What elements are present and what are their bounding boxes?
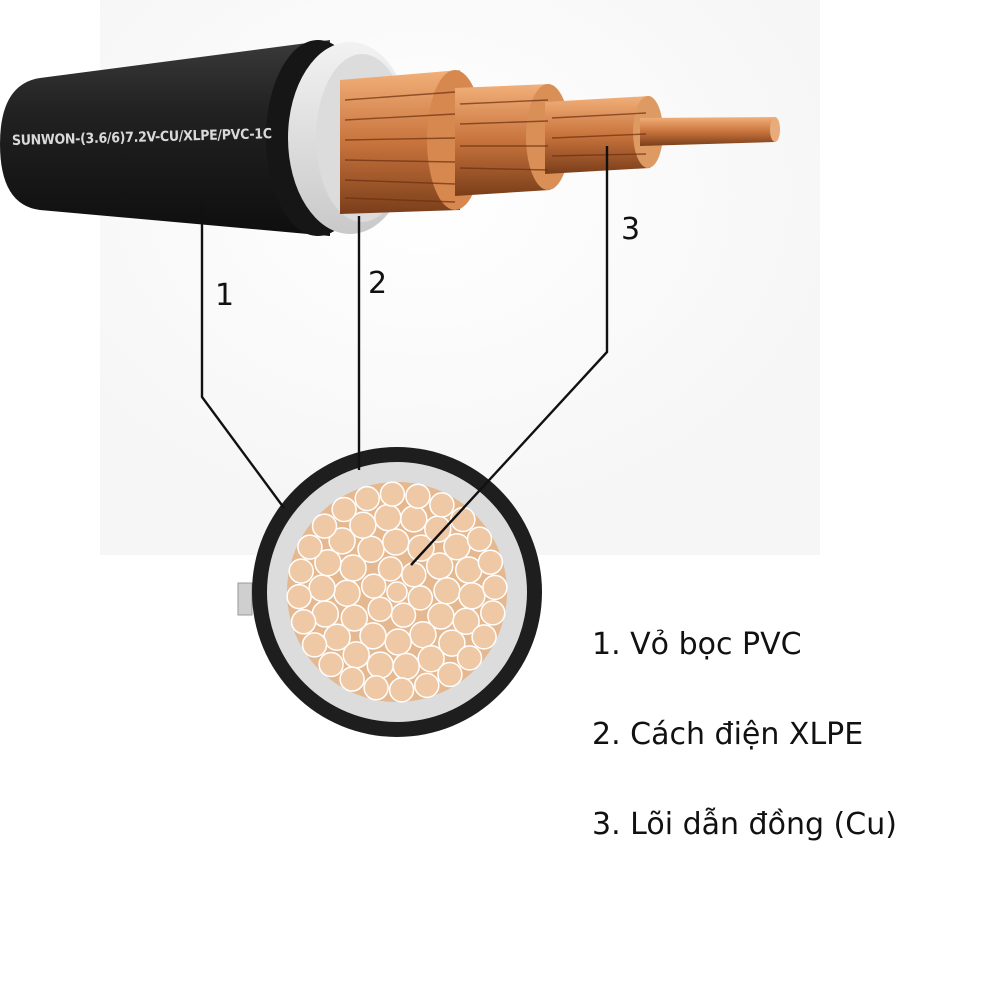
conductor-strand bbox=[400, 505, 428, 533]
copper-core-tip bbox=[770, 117, 780, 142]
conductor-strand bbox=[331, 496, 357, 523]
conductor-strand bbox=[357, 535, 385, 564]
conductor-strand bbox=[450, 506, 476, 533]
conductor-strand bbox=[480, 600, 506, 626]
conductor-strand bbox=[354, 485, 380, 512]
conductor-strand bbox=[390, 602, 417, 628]
copper-strand-lines bbox=[344, 91, 647, 203]
conductor-strand bbox=[401, 562, 427, 588]
callout-number-3: 3 bbox=[621, 212, 641, 247]
conductor-strand bbox=[386, 581, 408, 603]
conductor-strand bbox=[443, 533, 471, 561]
conductor-strand bbox=[377, 556, 404, 582]
leader-line-3 bbox=[410, 146, 609, 566]
conductor-strand bbox=[301, 632, 328, 658]
copper-core-wire bbox=[640, 117, 775, 146]
conductor-strand bbox=[318, 651, 344, 678]
conductor-strand bbox=[308, 574, 336, 602]
conductor-strand bbox=[359, 622, 387, 650]
conductor-strand bbox=[438, 629, 466, 657]
section-tab bbox=[237, 582, 253, 616]
conductor-strand bbox=[379, 481, 406, 507]
conductor-strand bbox=[349, 511, 377, 539]
conductor-strand bbox=[477, 549, 504, 575]
conductor-strand bbox=[384, 628, 412, 656]
conductor-strand bbox=[437, 661, 463, 688]
leader-lines bbox=[200, 146, 609, 566]
conductor-strand bbox=[456, 645, 483, 671]
conductor-strand bbox=[392, 652, 420, 681]
legend-item-xlpe-insulation: 2. Cách điện XLPE bbox=[592, 717, 864, 752]
conductor-strand bbox=[466, 526, 493, 552]
conductor-strand bbox=[366, 651, 394, 679]
conductor-strand bbox=[409, 620, 437, 649]
copper-layer-outer bbox=[340, 70, 460, 214]
conductor-strand bbox=[340, 604, 369, 632]
conductor-strand bbox=[407, 585, 434, 611]
conductor-strand bbox=[290, 609, 317, 635]
legend-item-pvc-jacket: 1. Vỏ bọc PVC bbox=[592, 627, 802, 662]
conductor-strand bbox=[333, 579, 361, 607]
conductor-strand bbox=[417, 645, 445, 673]
conductor-strand bbox=[363, 675, 389, 701]
conductor-strand bbox=[429, 492, 455, 518]
conductor-strand bbox=[482, 574, 508, 601]
conductor-strand bbox=[471, 624, 497, 650]
conductor-strand bbox=[297, 534, 323, 560]
conductor-strand bbox=[288, 558, 314, 584]
conductor-strand bbox=[339, 666, 365, 692]
conductor-strand bbox=[382, 528, 410, 556]
conductor-strand bbox=[407, 534, 435, 562]
conductor-strand bbox=[458, 582, 486, 610]
conductor-strand bbox=[405, 483, 431, 509]
legend: 1. Vỏ bọc PVC 2. Cách điện XLPE 3. Lõi d… bbox=[592, 622, 897, 892]
conductor-strand bbox=[314, 548, 342, 577]
section-conductor bbox=[286, 481, 508, 703]
callout-number-1: 1 bbox=[215, 278, 235, 313]
conductor-strand bbox=[323, 623, 351, 651]
conductor-strand bbox=[311, 513, 338, 539]
cable-jacket bbox=[0, 40, 330, 236]
legend-item-copper-core: 3. Lõi dẫn đồng (Cu) bbox=[592, 807, 897, 842]
conductor-strand bbox=[367, 596, 393, 622]
conductor-strand bbox=[414, 672, 440, 699]
conductor-strand bbox=[360, 573, 387, 599]
callout-number-2: 2 bbox=[368, 266, 388, 301]
conductor-strand bbox=[328, 527, 356, 555]
conductor-strand bbox=[388, 677, 415, 703]
conductor-strand bbox=[452, 607, 480, 636]
conductor-strand bbox=[433, 577, 461, 605]
leader-line-1 bbox=[200, 200, 285, 509]
conductor-strand bbox=[374, 503, 402, 532]
conductor-strand bbox=[286, 583, 312, 610]
conductor-strand bbox=[425, 552, 454, 580]
